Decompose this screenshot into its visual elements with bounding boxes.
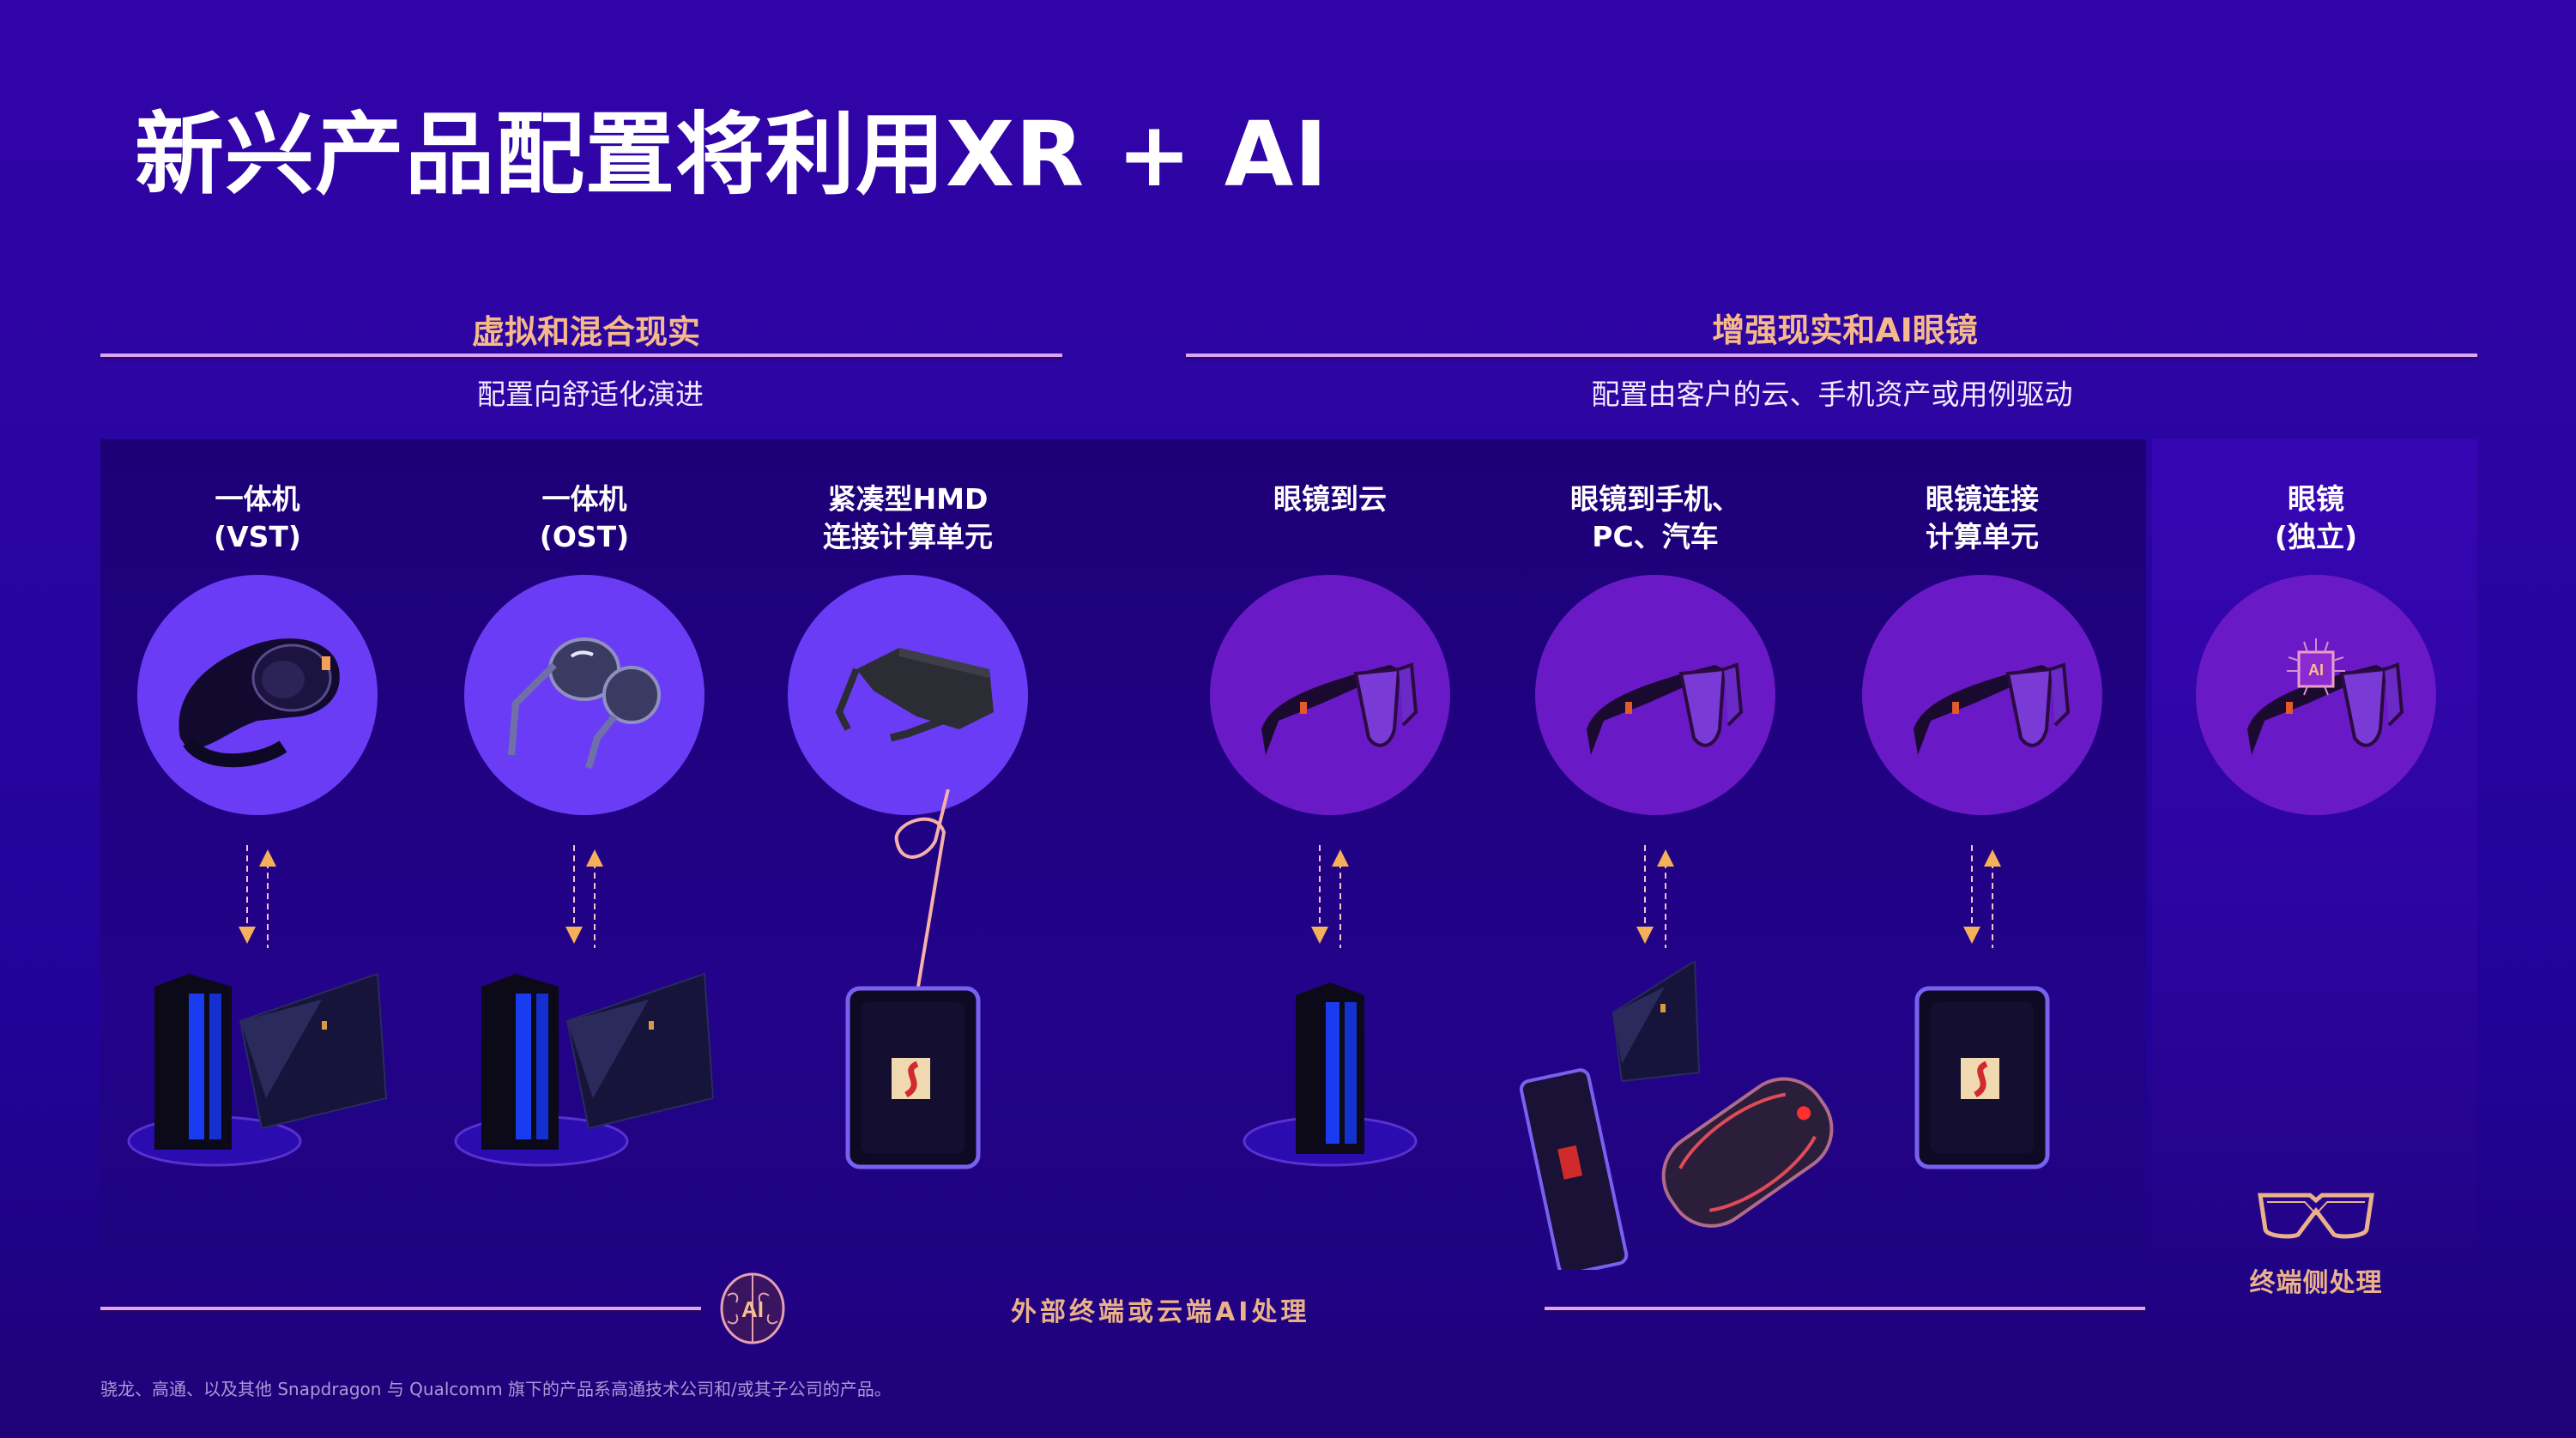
server-and-pc-icon	[127, 972, 388, 1167]
vst-headset-circle	[137, 575, 378, 815]
column-label: 一体机 (VST)	[214, 482, 301, 553]
external-processing-label: 外部终端或云端AI处理	[1011, 1297, 1310, 1327]
column-glasses-cloud: 眼镜到云	[1176, 480, 1485, 558]
ai-smart-glasses-icon: AI	[2247, 638, 2404, 755]
server-and-pc-icon	[454, 972, 715, 1167]
compact-hmd-icon	[835, 648, 994, 742]
section-subheading-vr-mr: 配置向舒适化演进	[477, 378, 704, 411]
car-icon	[1661, 1077, 1834, 1228]
legal-footnote: 骁龙、高通、以及其他 Snapdragon 与 Qualcomm 旗下的产品系高…	[100, 1379, 892, 1399]
column-glasses-standalone: 眼镜 (独立)	[2162, 480, 2470, 558]
svg-text:AI: AI	[741, 1296, 764, 1322]
external-processing-divider-right	[1545, 1307, 2145, 1310]
column-label: 眼镜到手机、 PC、汽车	[1570, 482, 1740, 553]
on-device-panel	[2152, 439, 2477, 1249]
glasses-phone-circle	[1535, 575, 1775, 815]
bidirectional-arrow-icon	[1311, 845, 1349, 948]
section-subheading-ar-ai: 配置由客户的云、手机资产或用例驱动	[1591, 378, 2073, 411]
column-label: 眼镜连接 计算单元	[1926, 482, 2039, 553]
glasses-cloud-circle	[1210, 575, 1450, 815]
section-divider-vr-mr	[100, 353, 1062, 357]
column-label: 紧凑型HMD 连接计算单元	[823, 482, 993, 553]
page-title: 新兴产品配置将利用XR + AI	[135, 102, 1329, 207]
ar-glasses-icon	[508, 637, 661, 770]
vr-headset-icon	[178, 638, 340, 768]
column-label: 眼镜到云	[1273, 482, 1387, 516]
ost-glasses-circle	[464, 575, 704, 815]
smart-glasses-icon	[1587, 662, 1744, 755]
bidirectional-arrow-icon	[565, 845, 603, 948]
glasses-outline-icon	[2258, 1193, 2374, 1239]
bidirectional-arrow-icon	[1963, 845, 2001, 948]
compact-hmd-circle	[788, 575, 1028, 815]
on-device-processing-label: 终端侧处理	[2249, 1268, 2383, 1298]
external-processing-divider-left	[100, 1307, 701, 1310]
pc-phone-car-icon	[1519, 961, 1834, 1270]
bidirectional-arrow-icon	[239, 845, 276, 948]
compute-unit-icon	[1914, 986, 2050, 1169]
column-glasses-compute-unit: 眼镜连接 计算单元	[1828, 480, 2137, 558]
column-compact-hmd: 紧凑型HMD 连接计算单元	[753, 480, 1062, 558]
glasses-standalone-circle: AI	[2196, 575, 2436, 815]
ai-brain-icon: AI	[720, 1272, 785, 1344]
smart-glasses-icon	[1261, 662, 1418, 755]
phone-icon	[1519, 1068, 1629, 1270]
column-label: 一体机 (OST)	[539, 482, 630, 553]
column-glasses-phone-pc-car: 眼镜到手机、 PC、汽车	[1501, 480, 1810, 558]
ai-chip-icon: AI	[2287, 638, 2345, 696]
column-vst: 一体机 (VST)	[103, 480, 412, 558]
column-label: 眼镜 (独立)	[2274, 482, 2358, 553]
smart-glasses-icon	[1914, 662, 2071, 755]
column-ost: 一体机 (OST)	[430, 480, 739, 558]
section-divider-ar-ai	[1186, 353, 2477, 357]
section-heading-vr-mr: 虚拟和混合现实	[471, 313, 701, 351]
glasses-compute-circle	[1862, 575, 2102, 815]
section-heading-ar-ai: 增强现实和AI眼镜	[1712, 311, 1978, 349]
bidirectional-arrow-icon	[1636, 845, 1674, 948]
cloud-server-icon	[1243, 982, 1418, 1167]
svg-text:AI: AI	[2308, 662, 2324, 679]
tether-cable	[894, 789, 950, 988]
compute-unit-icon	[845, 986, 981, 1169]
